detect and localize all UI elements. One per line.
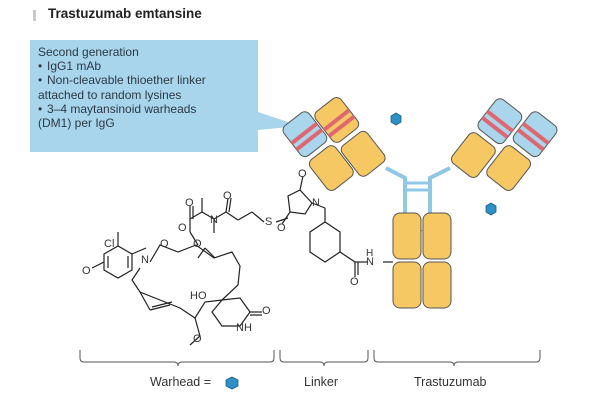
linker-label: Linker bbox=[304, 375, 339, 389]
fab-right-heavy bbox=[451, 98, 523, 178]
cdr-stripe bbox=[516, 128, 545, 152]
cdr-stripe bbox=[290, 121, 319, 145]
atom-nh: N bbox=[366, 256, 374, 268]
hinge-right bbox=[428, 166, 451, 215]
warhead-label: Warhead = bbox=[150, 375, 212, 389]
callout-bullet-2: •Non-cleavable thioether linker bbox=[38, 73, 206, 88]
fab-left-heavy bbox=[314, 97, 386, 177]
callout-text: Second generation •IgG1 mAb •Non-cleavab… bbox=[38, 45, 268, 130]
callout-bullet-1: •IgG1 mAb bbox=[38, 59, 102, 74]
cdr-stripe bbox=[327, 114, 356, 138]
atom-o: O bbox=[82, 265, 91, 277]
callout-bullet-2-cont: attached to random lysines bbox=[38, 87, 182, 102]
trastuzumab-brace bbox=[373, 350, 541, 367]
linker-brace bbox=[279, 350, 369, 367]
diagram-title: Trastuzumab emtansine bbox=[48, 6, 202, 21]
cdr-stripe bbox=[486, 109, 514, 133]
cdr-stripe bbox=[481, 116, 509, 139]
antibody bbox=[282, 97, 558, 309]
cdr-stripe bbox=[322, 108, 351, 132]
warhead-brace bbox=[79, 350, 275, 367]
cdr-stripe bbox=[521, 121, 550, 145]
cdr-stripe bbox=[295, 128, 324, 152]
title-accent-bar bbox=[33, 10, 36, 21]
atom-o: O bbox=[193, 333, 202, 345]
atom-n: N bbox=[141, 254, 149, 266]
atom-h: H bbox=[366, 248, 374, 259]
atom-o: O bbox=[298, 168, 307, 180]
atom-o: O bbox=[262, 305, 271, 317]
atom-o: O bbox=[178, 222, 187, 234]
trastuzumab-label: Trastuzumab bbox=[414, 375, 487, 389]
callout-heading: Second generation bbox=[38, 45, 139, 59]
fab-left-light bbox=[282, 111, 354, 191]
atom-n: N bbox=[312, 197, 320, 209]
atom-o: O bbox=[223, 190, 232, 202]
warhead-hexagon bbox=[390, 112, 402, 126]
atom-o: O bbox=[185, 197, 194, 209]
callout-bullet-3: •3–4 maytansinoid warheads bbox=[38, 101, 197, 116]
atom-o: O bbox=[350, 276, 359, 288]
callout-bullet-3-cont: (DM1) per IgG bbox=[38, 116, 115, 131]
atom-s: S bbox=[265, 216, 273, 228]
warhead-hexagon bbox=[485, 202, 497, 216]
bottom-braces bbox=[79, 350, 541, 367]
atom-n: N bbox=[210, 214, 218, 226]
warhead-legend-hexagon bbox=[225, 376, 239, 390]
atom-o: O bbox=[277, 222, 286, 234]
atom-nh: NH bbox=[236, 322, 252, 334]
callout-box bbox=[30, 40, 300, 152]
fc-right bbox=[422, 212, 452, 309]
atom-ho: HO bbox=[190, 290, 207, 302]
fc-left bbox=[392, 212, 422, 309]
hinge-left bbox=[385, 166, 407, 215]
atom-o: O bbox=[160, 238, 169, 250]
atom-o: O bbox=[193, 238, 202, 250]
fab-right-light bbox=[486, 111, 558, 191]
dm1-linker-structure bbox=[91, 175, 393, 346]
atom-cl: Cl bbox=[104, 238, 115, 250]
